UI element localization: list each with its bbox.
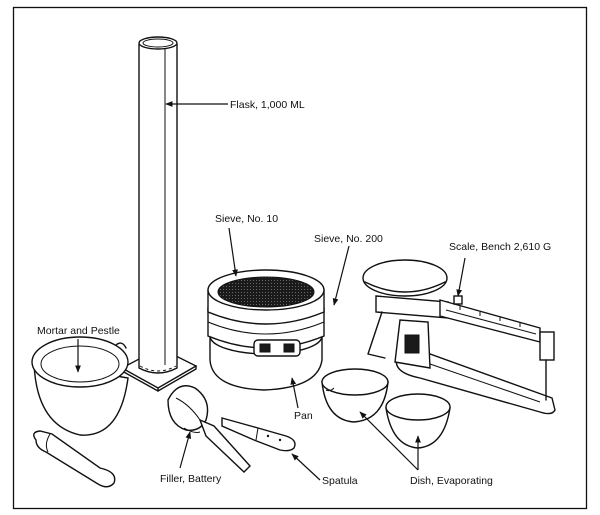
spatula-leader xyxy=(291,453,321,481)
filler-leader xyxy=(179,431,192,469)
spatula-illustration xyxy=(221,417,296,452)
mortar-illustration xyxy=(31,336,129,436)
scale-illustration xyxy=(362,259,556,415)
filler-label: Filler, Battery xyxy=(160,473,222,485)
scale-label: Scale, Bench 2,610 G xyxy=(449,241,551,253)
sieve-200-label: Sieve, No. 200 xyxy=(314,233,383,245)
pan-leader xyxy=(290,377,299,409)
dish-leader-1 xyxy=(359,411,419,471)
pan-label: Pan xyxy=(294,410,313,422)
sieve-stack-illustration xyxy=(207,269,325,391)
flask-illustration xyxy=(120,36,198,392)
spatula-label: Spatula xyxy=(322,475,358,487)
sieve-10-label: Sieve, No. 10 xyxy=(215,213,278,225)
flask-label: Flask, 1,000 ML xyxy=(230,99,305,111)
sieve-10-leader xyxy=(228,227,238,277)
evaporating-dish-1 xyxy=(321,368,389,423)
scale-leader xyxy=(456,257,466,297)
pestle-illustration xyxy=(33,430,116,488)
dish-label: Dish, Evaporating xyxy=(410,475,493,487)
figure-border xyxy=(12,6,588,510)
filler-illustration xyxy=(167,385,251,473)
mortar-label: Mortar and Pestle xyxy=(37,325,120,337)
sieve-200-leader xyxy=(332,245,350,306)
